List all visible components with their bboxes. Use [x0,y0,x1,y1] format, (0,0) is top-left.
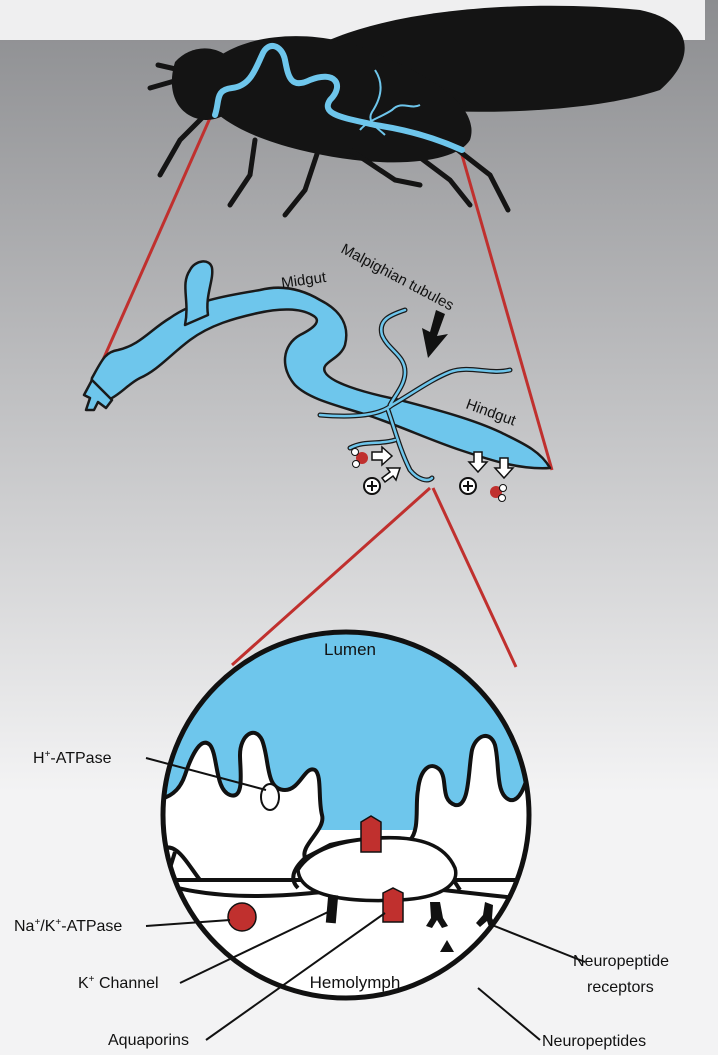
h-atpase-label-h: H [33,750,45,767]
k-channel-label-rest: Channel [95,975,159,992]
na-k-atpase-label: Na+/K+-ATPase [14,917,122,935]
aquaporins-label: Aquaporins [108,1032,189,1049]
h-atpase-label-rest: -ATPase [50,750,111,767]
circled-plus-icon [364,478,380,494]
neuropeptide-receptors-label-1: Neuropeptide [573,953,669,970]
circled-plus-icon [460,478,476,494]
na-k-label-mid: /K [40,918,55,935]
hemolymph-label: Hemolymph [310,973,401,992]
k-channel-label-k: K [78,975,89,992]
gut-crop-branch [185,261,212,325]
neuropeptides-label: Neuropeptides [542,1033,646,1050]
h-atpase-icon [261,784,279,810]
aquaporin-icon [383,888,403,922]
na-k-atpase-icon [228,903,256,931]
na-k-label-rest: -ATPase [61,918,122,935]
lumen-label: Lumen [324,640,376,659]
apical-aquaporin-icon [361,816,381,852]
neuropeptide-receptors-label-2: receptors [587,979,654,996]
na-k-label-na: Na [14,918,35,935]
